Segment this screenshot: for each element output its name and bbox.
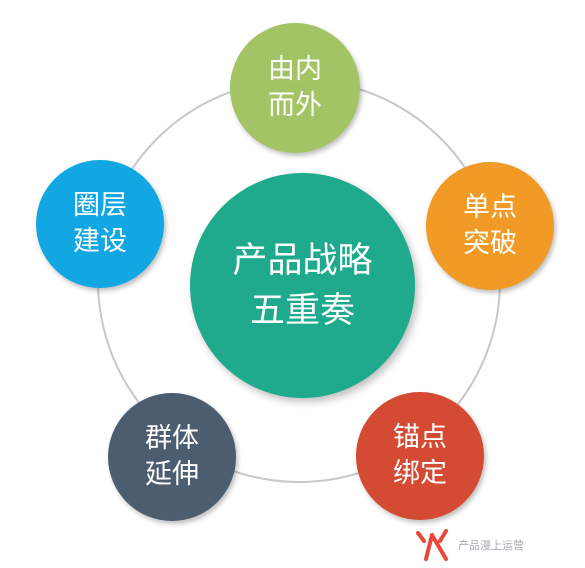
node-label-line2: 而外 — [268, 90, 322, 121]
watermark: 产品漫上运营 — [412, 524, 582, 566]
node-label-line2: 突破 — [463, 228, 517, 259]
node-label-line1: 圈层 — [73, 190, 127, 221]
center-title-line1: 产品战略 — [232, 240, 373, 281]
node-label-line2: 建设 — [73, 226, 127, 257]
node-label-line1: 群体 — [145, 423, 199, 454]
node-label-line2: 绑定 — [393, 458, 447, 489]
node-anchor-binding: 锚点 绑定 — [356, 392, 484, 520]
watermark-text: 产品漫上运营 — [458, 539, 524, 552]
center-node: 产品战略 五重奏 — [190, 173, 415, 398]
node-label-line1: 单点 — [463, 192, 517, 223]
node-group-extension: 群体 延伸 — [108, 393, 236, 521]
node-circle-building: 圈层 建设 — [36, 160, 164, 288]
node-label-line1: 锚点 — [393, 422, 447, 453]
node-label-line2: 延伸 — [145, 459, 199, 490]
node-label-line1: 由内 — [268, 54, 322, 85]
center-title-line2: 五重奏 — [249, 290, 355, 331]
node-inside-out: 由内 而外 — [230, 23, 360, 153]
node-single-point-breakthrough: 单点 突破 — [426, 162, 554, 290]
fire-logo-icon — [416, 529, 448, 561]
